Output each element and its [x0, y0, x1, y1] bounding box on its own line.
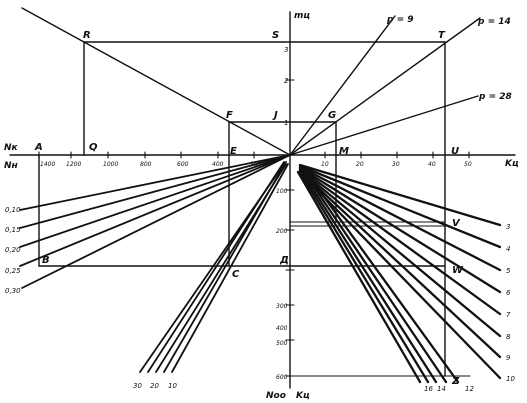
ratio-010: 0,10 — [5, 206, 21, 214]
fan-right-10 — [298, 170, 502, 380]
right-tick-10: 10 — [321, 161, 329, 168]
ratio-030: 0,30 — [5, 287, 21, 295]
fan-br-16 — [296, 170, 422, 384]
ratio-025: 0,25 — [5, 267, 21, 275]
point-M: M — [339, 146, 349, 157]
fan-left-025 — [19, 154, 291, 267]
line-p9 — [289, 15, 396, 156]
bottom-left-20: 20 — [150, 382, 159, 390]
left-tick-800: 800 — [140, 161, 152, 168]
down-tick-100: 100 — [276, 188, 288, 195]
down-tick-600: 600 — [276, 374, 288, 381]
point-B: B — [42, 255, 50, 266]
point-Z: Z — [451, 376, 460, 387]
axis-label-nk: Nк — [4, 143, 19, 153]
point-W: W — [452, 265, 464, 276]
down-tick-200: 200 — [276, 228, 288, 235]
right-num-3: 3 — [506, 223, 510, 231]
fan-right-8 — [298, 168, 502, 338]
axis-label-ku-bottom: Kц — [296, 391, 310, 401]
point-S: S — [272, 30, 279, 41]
point-A: A — [34, 142, 43, 153]
fan-right-3 — [298, 163, 502, 227]
left-fan — [19, 154, 291, 289]
point-G: G — [328, 110, 336, 121]
left-tick-1200: 1200 — [66, 161, 81, 168]
fan-left-015 — [19, 154, 291, 229]
fan-left-010 — [19, 154, 291, 211]
right-tick-50: 50 — [464, 161, 472, 168]
ratio-015: 0,15 — [5, 226, 21, 234]
fan-bl-10 — [171, 163, 289, 373]
bottom-right-12: 12 — [465, 385, 474, 393]
right-fan — [298, 163, 502, 380]
down-tick-300: 300 — [276, 303, 288, 310]
line-p14 — [289, 17, 481, 156]
point-C: C — [232, 269, 240, 280]
left-tick-400: 400 — [212, 161, 224, 168]
horizontal-ticks — [38, 151, 470, 159]
bottom-left-10: 10 — [168, 382, 177, 390]
fan-left-020 — [19, 154, 291, 248]
m-tick-3: 3 — [284, 46, 288, 54]
point-R: R — [83, 30, 91, 41]
fan-br-14 — [300, 170, 438, 384]
point-E: E — [230, 146, 237, 157]
fan-br-12 — [304, 170, 460, 384]
line-p28 — [289, 95, 479, 156]
right-num-4: 4 — [506, 245, 510, 253]
m-tick-2: 2 — [284, 77, 289, 85]
point-Q: Q — [89, 142, 98, 153]
right-tick-30: 30 — [392, 161, 400, 168]
fan-left-030 — [21, 154, 291, 289]
fan-br-13 — [302, 170, 448, 384]
fan-br-15 — [298, 170, 430, 384]
label-p28: p = 28 — [478, 92, 512, 102]
point-J: J — [272, 110, 278, 121]
axis-label-ku: Kц — [505, 159, 519, 169]
right-num-7: 7 — [506, 311, 511, 319]
vertical-ticks — [285, 41, 295, 377]
point-F: F — [226, 110, 233, 121]
axis-label-noo: Nоо — [266, 391, 286, 401]
left-tick-200: 200 — [250, 161, 262, 168]
down-tick-400: 400 — [276, 325, 288, 332]
point-T: T — [438, 30, 446, 41]
bottom-right-16: 16 — [424, 385, 433, 393]
fan-right-6 — [298, 166, 502, 294]
label-p14: p = 14 — [477, 17, 511, 27]
point-D: Д — [279, 255, 289, 266]
right-num-6: 6 — [506, 289, 511, 297]
axis-label-m: mц — [294, 11, 310, 21]
line-upper-diagonal — [21, 7, 291, 156]
point-V: V — [452, 218, 461, 229]
ratio-020: 0,20 — [5, 246, 21, 254]
left-tick-1400: 1400 — [40, 161, 55, 168]
fan-right-9 — [298, 169, 502, 359]
label-p9: p = 9 — [386, 15, 414, 25]
fan-bl-15 — [163, 161, 287, 373]
right-num-5: 5 — [506, 267, 511, 275]
right-num-10: 10 — [506, 375, 515, 383]
right-num-9: 9 — [506, 354, 511, 362]
point-U: U — [451, 146, 459, 157]
m-tick-1: 1 — [284, 119, 288, 127]
bottom-left-30: 30 — [133, 382, 142, 390]
right-num-8: 8 — [506, 333, 511, 341]
left-tick-600: 600 — [177, 161, 189, 168]
down-tick-500: 500 — [276, 340, 288, 347]
bottom-right-fan — [296, 170, 460, 384]
axis-label-nn: Nн — [4, 161, 18, 171]
fan-right-4 — [298, 164, 502, 249]
bottom-left-fan — [139, 161, 289, 373]
left-tick-1000: 1000 — [103, 161, 118, 168]
right-tick-40: 40 — [428, 161, 436, 168]
bottom-right-14: 14 — [437, 385, 446, 393]
right-tick-20: 20 — [356, 161, 364, 168]
fan-bl-25 — [147, 161, 285, 373]
fan-right-5 — [298, 165, 502, 272]
fan-right-7 — [298, 167, 502, 316]
